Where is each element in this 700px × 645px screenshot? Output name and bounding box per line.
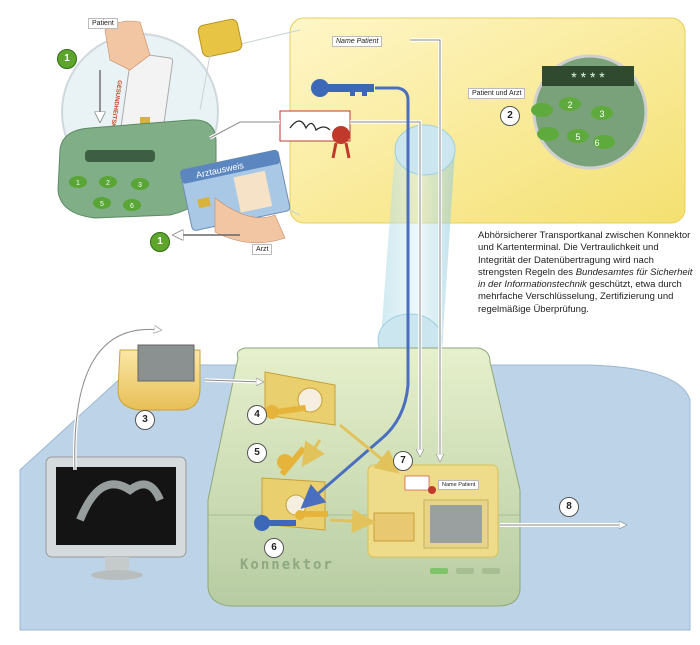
terminal-keys: 1 2 3 5 6 (69, 176, 149, 211)
keypad-key-3: 3 (599, 109, 604, 119)
pin-mask-text: * * * * (571, 69, 605, 85)
step-8-badge: 8 (559, 497, 579, 517)
flow-arrows (73, 38, 625, 534)
svg-text:3: 3 (138, 182, 142, 189)
caption-text: Abhörsicherer Transportkanal zwischen Ko… (478, 230, 693, 315)
label-patient-und-arzt: Patient und Arzt (468, 88, 526, 99)
keypad-key-5: 5 (575, 132, 580, 142)
svg-text:6: 6 (130, 203, 134, 210)
blue-key-step6 (254, 515, 296, 531)
step-5-badge: 5 (247, 443, 267, 463)
label-patient: Patient (88, 18, 118, 29)
step-1-top-badge: 1 (57, 49, 77, 69)
step-1-bottom-badge: 1 (150, 232, 170, 252)
gold-key-step5 (277, 446, 307, 477)
blue-key-top (311, 79, 374, 97)
konnektor-label: Konnektor (240, 557, 334, 573)
patient-folder (117, 344, 201, 411)
step-7-badge: 7 (393, 451, 413, 471)
svg-text:5: 5 (100, 201, 104, 208)
label-name-patient-small: Name Patient (438, 480, 480, 490)
step-2-badge: 2 (500, 106, 520, 126)
step-3-badge: 3 (135, 410, 155, 430)
pin-display (542, 66, 634, 86)
gold-key-step6 (295, 510, 328, 520)
arztausweis-card: Arztausweis (180, 149, 291, 231)
step-4-badge: 4 (247, 405, 267, 425)
keypad-key-6: 6 (594, 138, 599, 148)
monitor (45, 456, 187, 580)
small-key-panel (373, 512, 415, 542)
svg-text:2: 2 (106, 180, 110, 187)
label-name-patient: Name Patient (332, 36, 383, 47)
step-6-badge: 6 (264, 538, 284, 558)
keypad-zoom-keys: 2 3 5 6 (531, 97, 615, 149)
svg-text:1: 1 (76, 180, 80, 187)
keypad-key-2: 2 (567, 100, 572, 110)
gold-key-step4 (265, 404, 307, 419)
chip-icon (197, 18, 243, 58)
arzt-hand (214, 197, 286, 244)
signature-certificate (279, 110, 351, 159)
label-arzt: Arzt (252, 244, 273, 255)
